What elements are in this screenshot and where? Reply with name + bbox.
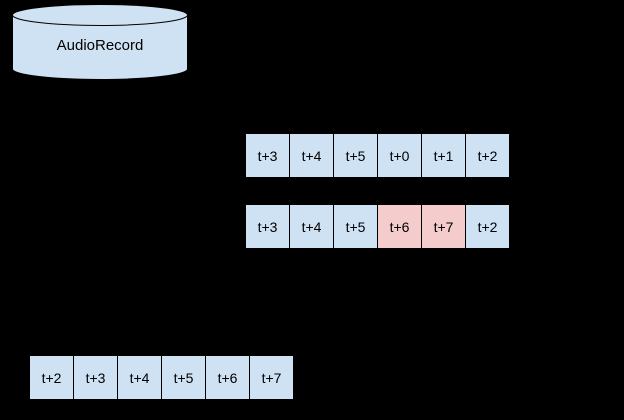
buffer-cell: t+5 <box>333 133 378 178</box>
buffer-cell: t+0 <box>377 133 422 178</box>
buffer-cell: t+5 <box>161 355 206 400</box>
buffer-cell: t+2 <box>465 204 510 249</box>
buffer-cell: t+3 <box>245 133 290 178</box>
audiorecord-cylinder: AudioRecord <box>12 3 188 81</box>
buffer-cell: t+6 <box>205 355 250 400</box>
buffer-cell: t+2 <box>465 133 510 178</box>
buffer-row-middle: t+3 t+4 t+5 t+6 t+7 t+2 <box>245 204 510 249</box>
buffer-cell: t+3 <box>245 204 290 249</box>
buffer-cell-highlighted: t+6 <box>377 204 422 249</box>
buffer-cell: t+4 <box>117 355 162 400</box>
buffer-cell: t+1 <box>421 133 466 178</box>
audiorecord-label: AudioRecord <box>56 37 144 54</box>
buffer-cell: t+7 <box>249 355 294 400</box>
cylinder-shape-icon <box>12 4 188 80</box>
buffer-cell-highlighted: t+7 <box>421 204 466 249</box>
buffer-row-bottom: t+2 t+3 t+4 t+5 t+6 t+7 <box>29 355 294 400</box>
buffer-cell: t+3 <box>73 355 118 400</box>
buffer-cell: t+4 <box>289 133 334 178</box>
buffer-row-top: t+3 t+4 t+5 t+0 t+1 t+2 <box>245 133 510 178</box>
buffer-cell: t+2 <box>29 355 74 400</box>
buffer-cell: t+4 <box>289 204 334 249</box>
buffer-cell: t+5 <box>333 204 378 249</box>
